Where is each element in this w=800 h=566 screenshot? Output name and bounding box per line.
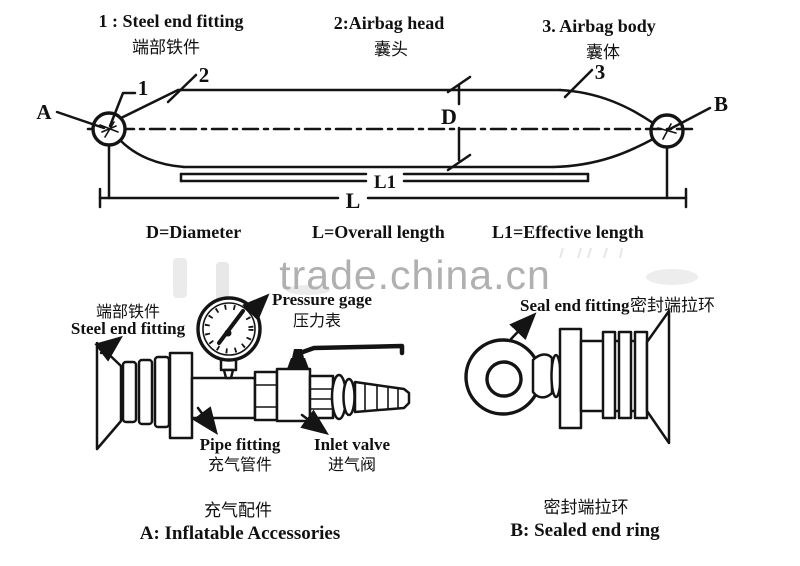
callout-2: 2 <box>199 63 210 87</box>
end-ribs <box>121 355 171 429</box>
inlet-valve-body <box>275 343 405 423</box>
definition-l1: L1=Effective length <box>492 222 644 242</box>
marker-a: A <box>36 100 52 124</box>
pipe-fitting-arrow <box>192 406 218 436</box>
gauge-ticks <box>204 304 254 354</box>
part2-label-zh: 囊头 <box>374 40 408 59</box>
dim-l-label: L <box>346 188 361 213</box>
seal-rib-3 <box>633 330 649 420</box>
pipe-coupler <box>253 370 279 422</box>
callout-3: 3 <box>595 60 606 84</box>
pipe-fitting-label-en: Pipe fitting <box>200 435 281 454</box>
inflatable-accessories-figure: 端部铁件 Steel end fitting Pressure gage 压力表… <box>71 290 411 544</box>
leader-b <box>668 106 712 131</box>
end-fitting-right <box>649 113 685 200</box>
definition-d: D=Diameter <box>146 222 241 242</box>
seal-end-fitting-label-zh: 密封端拉环 <box>630 296 715 315</box>
steel-end-fitting-label-en: Steel end fitting <box>71 319 186 338</box>
definition-l: L=Overall length <box>312 222 445 242</box>
dim-d-label: D <box>441 104 457 129</box>
seal-rib-2 <box>617 330 633 420</box>
eye-ring-inner <box>485 360 523 398</box>
sealed-end-ring-figure: Seal end fitting 密封端拉环 密封端拉环 B: Sealed e… <box>464 296 715 541</box>
pressure-gage-label-en: Pressure gage <box>272 290 372 309</box>
end-fitting-left <box>91 111 127 200</box>
part3-label-en: 3. Airbag body <box>542 16 656 36</box>
steel-end-fitting-label-zh: 端部铁件 <box>96 303 160 321</box>
dimension-l: L <box>98 187 688 213</box>
seal-end-fitting-arrow <box>509 312 537 341</box>
part2-label-en: 2:Airbag head <box>334 13 445 33</box>
ring-collar <box>531 353 554 399</box>
leader-a <box>55 110 106 130</box>
part1-label-en: 1 : Steel end fitting <box>99 11 244 31</box>
seal-rib-1 <box>601 330 617 420</box>
airbag-body-outline <box>86 88 696 169</box>
caption-b-zh: 密封端拉环 <box>544 498 629 517</box>
callout-1: 1 <box>138 76 149 100</box>
marker-b: B <box>714 92 728 116</box>
hose-barb <box>330 373 411 421</box>
inlet-valve-label-zh: 进气阀 <box>328 456 376 474</box>
gauge-needle <box>217 309 245 345</box>
bell-cone <box>95 341 123 451</box>
scan-artifacts <box>173 247 698 302</box>
watermark-text: trade.china.cn <box>279 252 551 298</box>
part1-label-zh: 端部铁件 <box>132 38 200 57</box>
caption-b-en: B: Sealed end ring <box>510 520 660 541</box>
leader-2-slash <box>166 73 198 104</box>
eye-ring-outer <box>464 338 542 416</box>
dimension-d: D <box>441 75 472 172</box>
seal-end-fitting-label-en: Seal end fitting <box>520 296 630 315</box>
pressure-gage-label-zh: 压力表 <box>293 312 341 330</box>
callout-leaders <box>55 68 712 131</box>
airbag-diagram: 1 : Steel end fitting 端部铁件 2:Airbag head… <box>36 11 728 213</box>
seal-flange <box>558 327 583 430</box>
caption-a-en: A: Inflatable Accessories <box>140 523 341 544</box>
pipe-fitting-label-zh: 充气管件 <box>208 456 272 474</box>
leader-1 <box>108 91 137 128</box>
dim-l1-label: L1 <box>374 172 396 193</box>
steel-end-fitting-arrow <box>94 335 123 362</box>
pressure-gage-arrow <box>242 293 270 321</box>
part3-label-zh: 囊体 <box>586 43 620 62</box>
caption-a-zh: 充气配件 <box>204 501 272 520</box>
inlet-valve-arrow <box>300 409 330 435</box>
definitions-row: D=Diameter L=Overall length L1=Effective… <box>146 222 644 242</box>
leader-3-slash <box>563 68 594 99</box>
seal-cone <box>645 309 671 445</box>
dimension-l1: L1 <box>179 172 590 193</box>
pressure-gauge <box>196 296 262 380</box>
valve-handle <box>297 343 405 356</box>
inlet-valve-label-en: Inlet valve <box>314 435 390 454</box>
flange-plate <box>168 351 194 440</box>
